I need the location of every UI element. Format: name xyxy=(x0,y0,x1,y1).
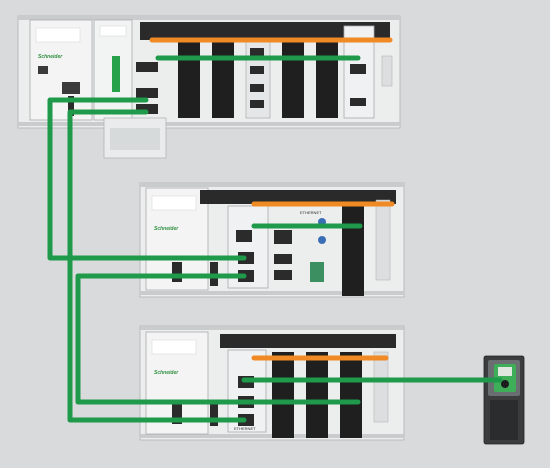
io-modules xyxy=(272,351,389,438)
rack-rail xyxy=(140,326,404,330)
ethernet-port xyxy=(136,104,158,114)
brand-label: Schneider xyxy=(38,54,63,60)
power-supply-module: Schneider xyxy=(29,19,93,121)
rack-rail xyxy=(140,183,404,187)
brand-label: Schneider xyxy=(154,370,179,376)
ethernet-port xyxy=(136,62,158,72)
brand-label: Schneider xyxy=(154,226,179,232)
ethernet-port xyxy=(136,88,158,98)
comm-module xyxy=(103,117,167,159)
remote-drop-rack-2: Schneider ETHERNET xyxy=(139,325,405,441)
ethernet-cable xyxy=(75,273,247,405)
ethernet-daisy-chain xyxy=(47,97,503,423)
module-terminals xyxy=(140,22,390,40)
variable-speed-drive xyxy=(483,355,525,445)
adapter-label: ETHERNET xyxy=(234,426,256,431)
module-terminals xyxy=(200,190,396,204)
drive-icon xyxy=(494,364,516,392)
cpu-module xyxy=(93,19,158,121)
ethernet-cable xyxy=(47,97,247,261)
ethernet-cable xyxy=(67,109,247,423)
rack-rail xyxy=(140,291,404,295)
rack-rail xyxy=(18,16,400,20)
ethernet-port xyxy=(236,230,252,242)
adapter-label: ETHERNET xyxy=(300,210,322,215)
power-supply-module: Schneider xyxy=(145,331,218,435)
module-terminals xyxy=(220,334,396,348)
rack-rail xyxy=(18,122,400,126)
main-rack: Schneider xyxy=(17,15,401,159)
cpu-status-strip xyxy=(112,56,120,92)
remote-drop-rack-1: Schneider ETHERNET xyxy=(139,182,405,298)
ethernet-adapter-module: ETHERNET xyxy=(227,205,326,289)
power-supply-module: Schneider xyxy=(145,187,218,291)
